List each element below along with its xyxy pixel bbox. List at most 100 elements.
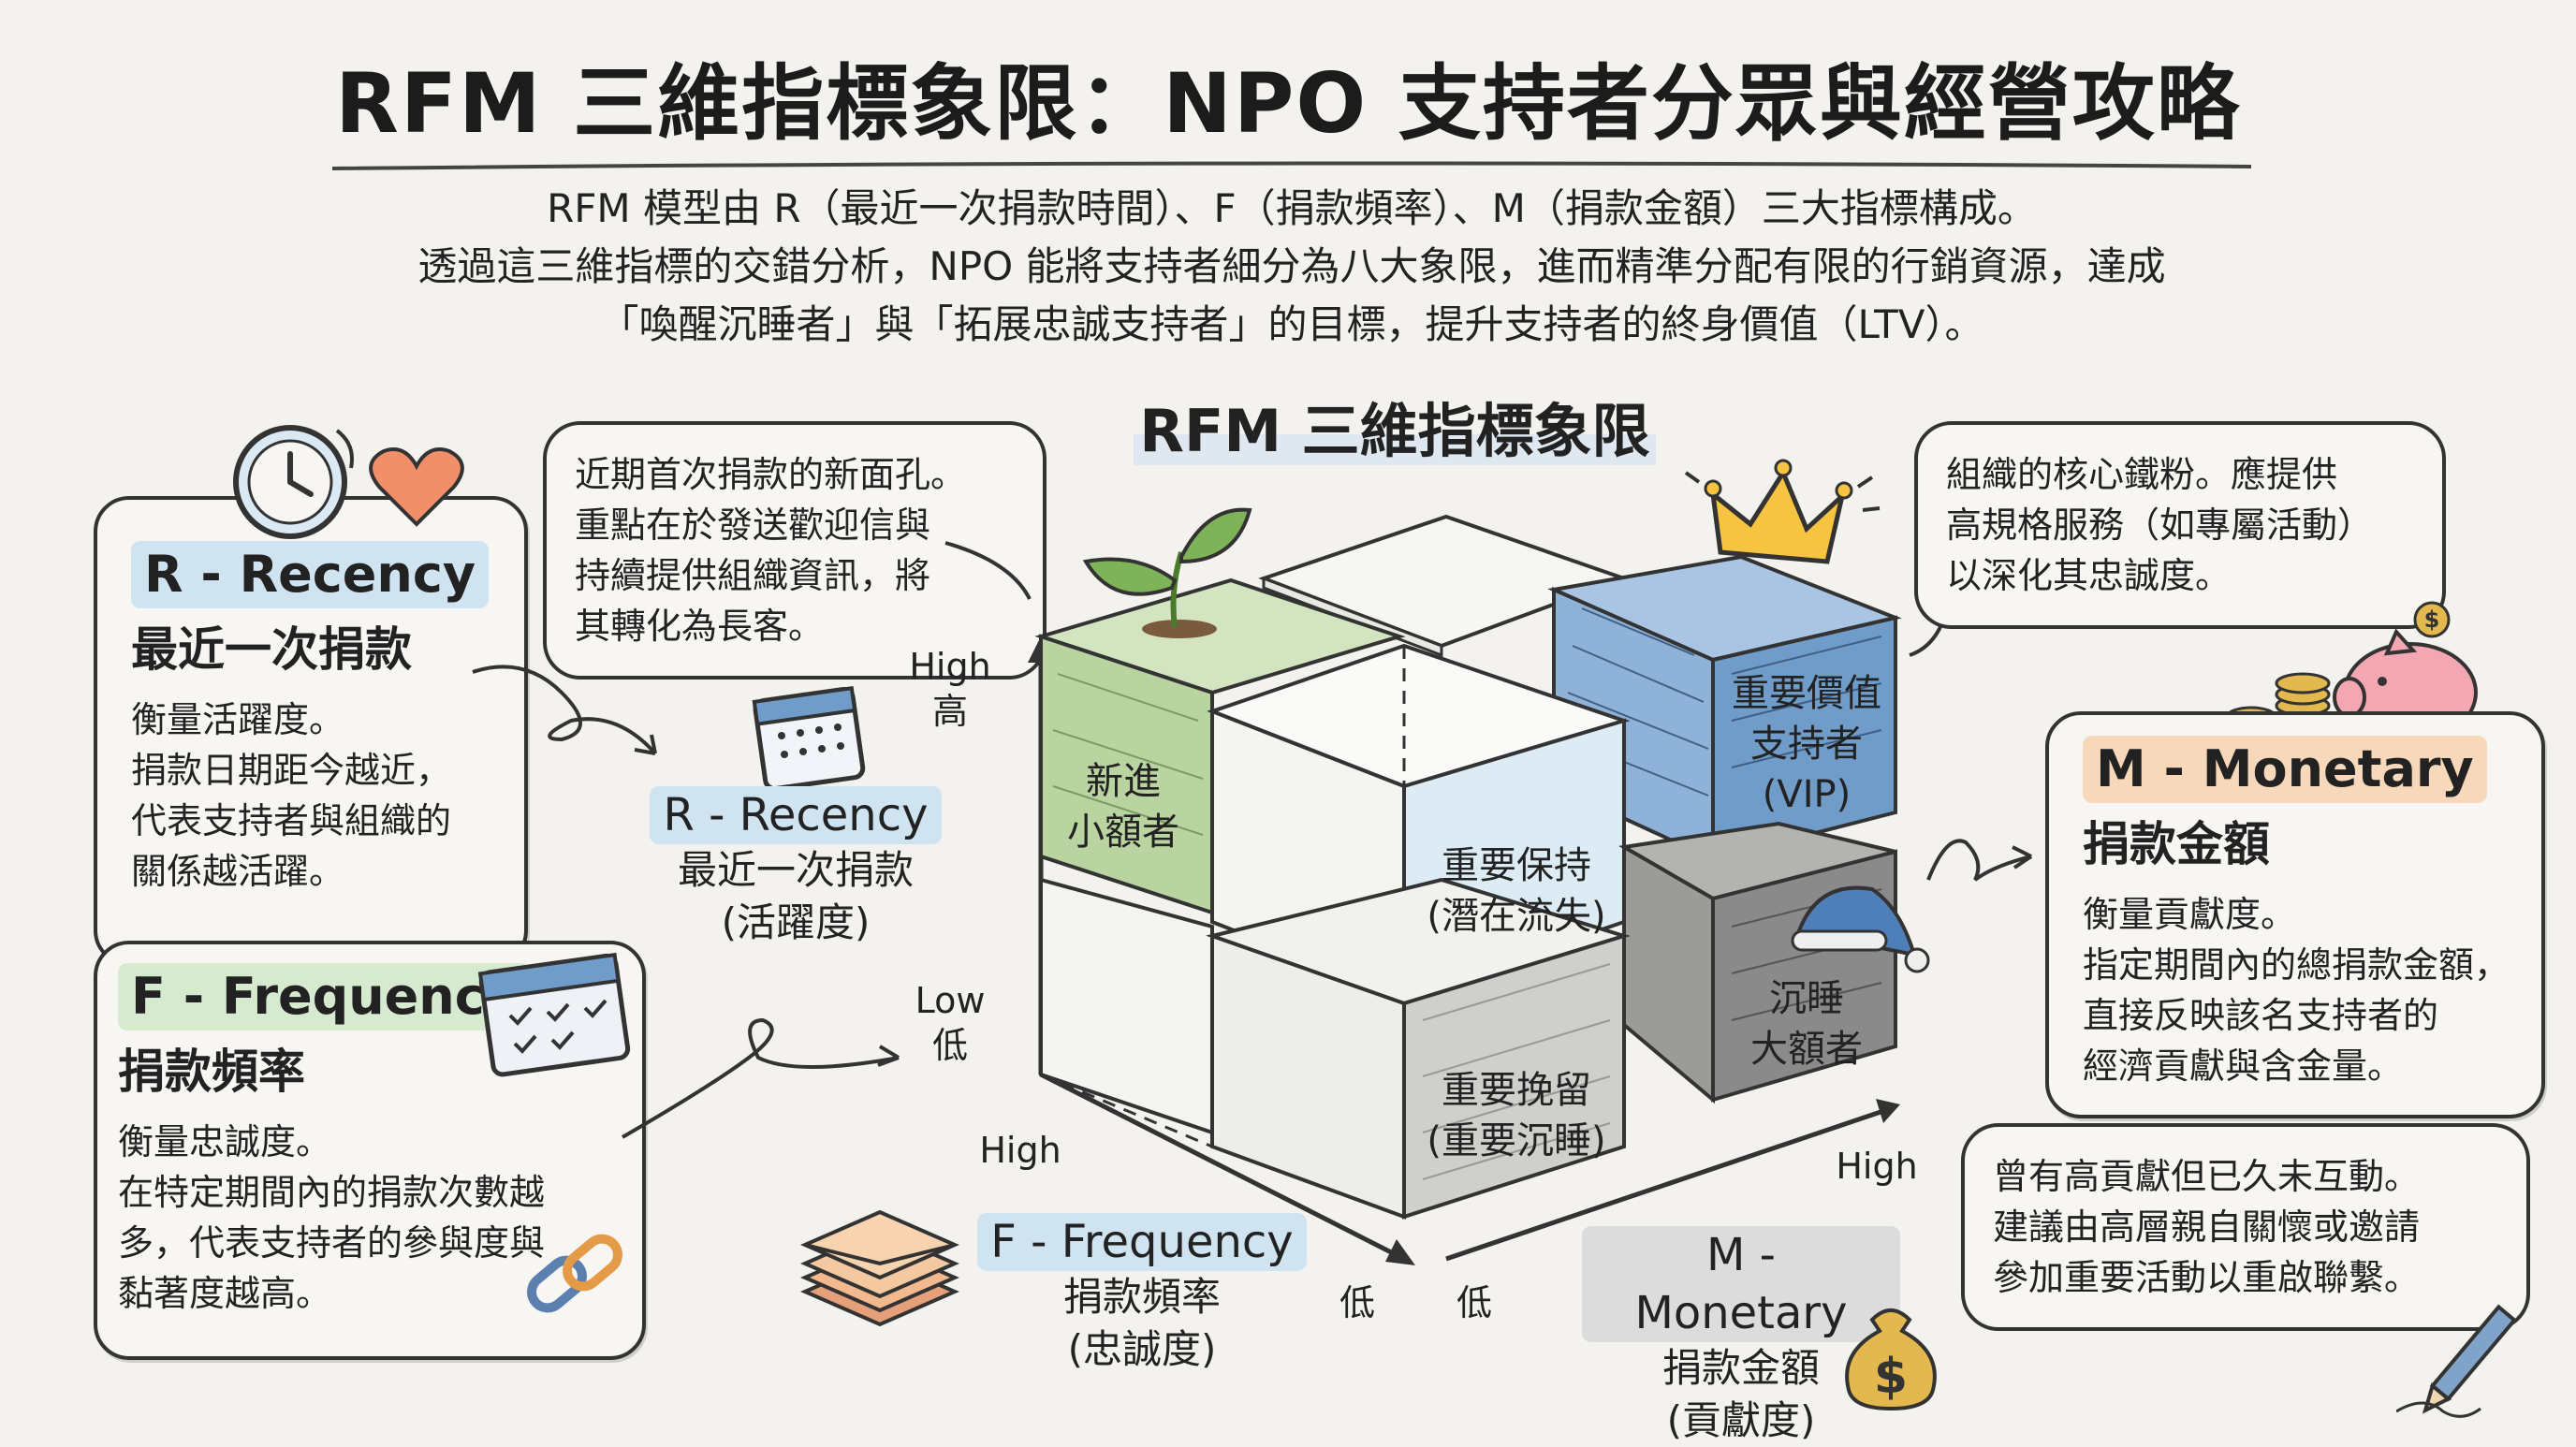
frequency-card-body: 衡量忠誠度。 在特定期間內的捐款次數越 多，代表支持者的參與度與 黏著度越高。 (118, 1117, 642, 1319)
recency-card: R - Recency 最近一次捐款 衡量活躍度。 捐款日期距今越近， 代表支持… (94, 496, 528, 966)
crown-icon (1684, 459, 1881, 564)
envelope-stack-icon (800, 1209, 959, 1327)
card-body-line: 衡量活躍度。 (131, 699, 345, 740)
diagram-title: RFM 三維指標象限 (1134, 397, 1656, 465)
chain-link-icon (527, 1234, 622, 1313)
quadrant-text: (重要沉睡) (1427, 1119, 1606, 1162)
label-text: High (909, 646, 991, 687)
card-body-line: 捐款日期距今越近， (131, 750, 452, 791)
quadrant-text: 沉睡 (1769, 977, 1844, 1020)
quadrant-retain: 重要挽留 (重要沉睡) (1404, 1065, 1629, 1166)
card-body-line: 在特定期間內的捐款次數越 (118, 1172, 546, 1213)
money-bag-icon: $ (1845, 1308, 1937, 1411)
intro-line: RFM 模型由 R（最近一次捐款時間）、F（捐款頻率）、M（捐款金額）三大指標構… (547, 185, 2037, 231)
page-title: RFM 三維指標象限：NPO 支持者分眾與經營攻略 (335, 55, 2241, 152)
label-text: Low (915, 980, 986, 1021)
frequency-axis-title: F - Frequency 捐款頻率 (忠誠度) (973, 1213, 1310, 1376)
recency-arrow (472, 665, 657, 755)
card-body-line: 衡量貢獻度。 (2083, 894, 2297, 935)
sprout-icon (1082, 507, 1252, 638)
clock-icon (233, 425, 354, 539)
dollar-sign: $ (1874, 1349, 1908, 1405)
bubble-line: 近期首次捐款的新面孔。 (575, 454, 967, 495)
intro-text: RFM 模型由 R（最近一次捐款時間）、F（捐款頻率）、M（捐款金額）三大指標構… (281, 180, 2303, 354)
monetary-axis-line1: 捐款金額 (1661, 1345, 1820, 1391)
monetary-card: M - Monetary 捐款金額 衡量貢獻度。 指定期間內的總捐款金額， 直接… (2045, 711, 2545, 1118)
recency-card-heading: R - Recency (131, 541, 490, 608)
title-underline (331, 161, 2252, 170)
clock-heart-group (233, 425, 464, 539)
card-body-line: 指定期間內的總捐款金額， (2083, 944, 2510, 986)
sleep-cap-icon (1791, 885, 1930, 973)
monetary-low-label: 低 (1456, 1282, 1492, 1323)
bubble-line: 建議由高層親自關懷或邀請 (1993, 1206, 2421, 1248)
quadrant-sleep-big: 沉睡 大額者 (1718, 973, 1895, 1074)
monetary-axis-title: M - Monetary 捐款金額 (貢獻度) (1582, 1226, 1900, 1447)
card-body-line: 代表支持者與組織的 (131, 800, 452, 841)
quadrant-keep: 重要保持 (潛在流失) (1404, 840, 1629, 942)
bubble-line: 重點在於發送歡迎信與 (575, 504, 931, 546)
card-body-line: 直接反映該名支持者的 (2083, 995, 2439, 1036)
quadrant-text: 重要挽留 (1442, 1069, 1591, 1112)
frequency-arrow (621, 1017, 900, 1139)
frequency-axis-line (1039, 1072, 1406, 1262)
recency-low-label: Low 低 (903, 978, 997, 1068)
diagram-title-wrap: RFM 三維指標象限 (1123, 384, 1666, 468)
frequency-axis-line2: (忠誠度) (1067, 1326, 1217, 1372)
monetary-axis-line (1445, 1106, 1890, 1262)
recency-card-subtitle: 最近一次捐款 (131, 622, 412, 677)
monetary-axis-line2: (貢獻度) (1666, 1397, 1816, 1443)
sleeping-donor-bubble: 曾有高貢獻但已久未互動。 建議由高層親自關懷或邀請 參加重要活動以重啟聯繫。 (1961, 1123, 2530, 1331)
bubble-line: 組織的核心鐵粉。應提供 (1946, 454, 2338, 495)
monetary-high-label: High (1836, 1146, 1918, 1187)
bubble-line: 其轉化為長客。 (575, 606, 825, 647)
quadrant-text: (潛在流失) (1427, 895, 1606, 938)
quadrant-vip: 重要價值 支持者 (VIP) (1713, 668, 1900, 820)
quadrant-new-small: 新進 小額者 (1048, 756, 1198, 857)
quadrant-text: 重要價值 (1732, 672, 1881, 715)
frequency-high-label: High (979, 1130, 1061, 1171)
quadrant-text: (VIP) (1762, 773, 1852, 816)
heart-icon (369, 447, 464, 527)
label-text: 高 (931, 691, 968, 732)
frequency-low-label: 低 (1339, 1282, 1375, 1323)
label-text: 低 (931, 1025, 968, 1066)
vip-bubble: 組織的核心鐵粉。應提供 高規格服務（如專屬活動） 以深化其忠誠度。 (1914, 421, 2446, 629)
recency-axis-heading: R - Recency (650, 786, 942, 844)
monetary-card-body: 衡量貢獻度。 指定期間內的總捐款金額， 直接反映該名支持者的 經濟貢獻與含金量。 (2083, 889, 2541, 1091)
bubble-line: 參加重要活動以重啟聯繫。 (1993, 1257, 2421, 1298)
card-body-line: 關係越活躍。 (131, 851, 345, 892)
dollar-sign: $ (2424, 607, 2440, 633)
monetary-card-heading: M - Monetary (2083, 736, 2487, 803)
frequency-axis-line1: 捐款頻率 (1062, 1274, 1221, 1320)
frequency-card: F - Frequency 捐款頻率 衡量忠誠度。 在特定期間內的捐款次數越 多… (94, 941, 646, 1360)
quadrant-text: 小額者 (1067, 811, 1179, 854)
recency-card-body: 衡量活躍度。 捐款日期距今越近， 代表支持者與組織的 關係越活躍。 (131, 694, 524, 897)
recency-axis-line1: 最近一次捐款 (677, 847, 914, 893)
card-body-line: 衡量忠誠度。 (118, 1121, 332, 1162)
calendar-icon (752, 685, 866, 792)
bubble-pointer (944, 541, 1032, 600)
monetary-arrow (1926, 839, 2032, 882)
bubble-line: 以深化其忠誠度。 (1946, 555, 2232, 596)
quadrant-text: 新進 (1086, 760, 1161, 803)
monetary-axis-heading: M - Monetary (1582, 1226, 1900, 1342)
cube-bottom-left (1039, 877, 1214, 1135)
monetary-card-subtitle: 捐款金額 (2083, 817, 2270, 871)
cube-retain (1040, 877, 1631, 1220)
intro-line: 「喚醒沉睡者」與「拓展忠誠支持者」的目標，提升支持者的終身價值（LTV）。 (599, 301, 1984, 347)
frequency-card-heading: F - Frequency (118, 963, 531, 1030)
quadrant-text: 大額者 (1750, 1028, 1863, 1071)
quadrant-text: 支持者 (1750, 723, 1863, 766)
bubble-line: 持續提供組織資訊，將 (575, 555, 931, 596)
pencil-icon (2396, 1304, 2518, 1418)
recency-axis-line2: (活躍度) (721, 899, 871, 945)
checklist-calendar-icon (477, 952, 631, 1077)
recency-high-label: High 高 (903, 644, 997, 734)
bubble-line: 高規格服務（如專屬活動） (1946, 504, 2374, 546)
bubble-line: 曾有高貢獻但已久未互動。 (1993, 1156, 2421, 1197)
card-body-line: 經濟貢獻與含金量。 (2083, 1045, 2404, 1087)
card-body-line: 多，代表支持者的參與度與 (118, 1222, 546, 1264)
cube-new-small (1034, 577, 1406, 915)
